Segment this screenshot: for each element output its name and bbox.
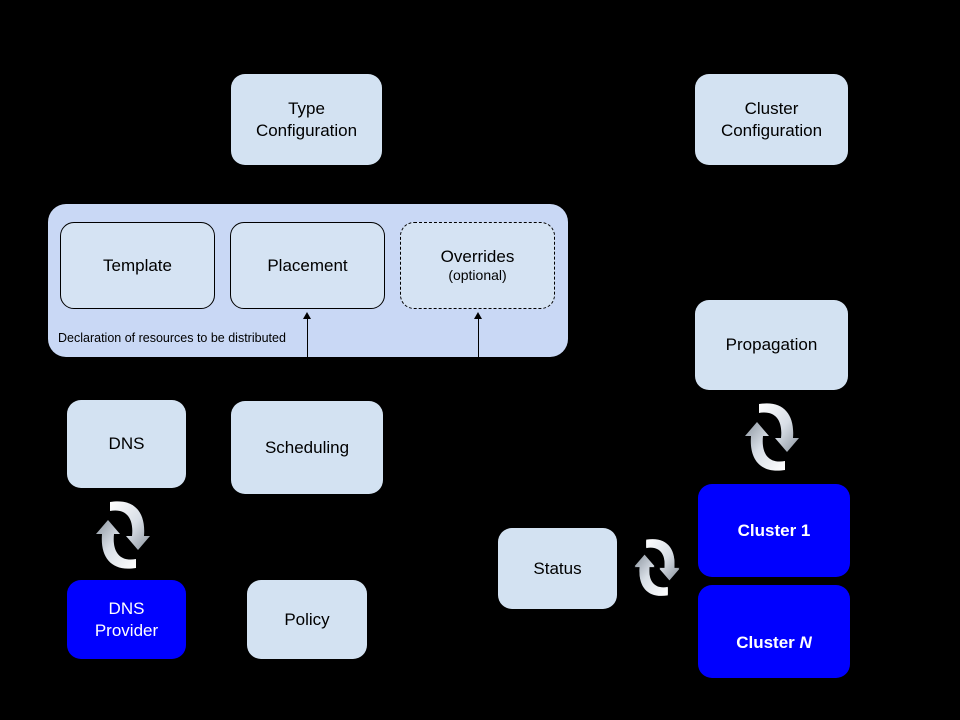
node-dns[interactable]: DNS <box>67 400 186 488</box>
node-placement[interactable]: Placement <box>230 222 385 309</box>
node-scheduling[interactable]: Scheduling <box>231 401 383 494</box>
sync-arrows-icon-status <box>628 530 686 609</box>
group-caption: Declaration of resources to be distribut… <box>58 331 286 345</box>
node-overrides-sublabel: (optional) <box>448 267 507 284</box>
node-type-configuration-label: Type Configuration <box>255 99 358 140</box>
connector-scheduling-to-placement <box>307 318 308 357</box>
arrowhead-overrides-up <box>473 312 482 319</box>
node-cluster-1-label: Cluster 1 <box>737 520 811 540</box>
node-status-label: Status <box>533 558 582 578</box>
node-cluster-n-suffix: N <box>799 632 812 652</box>
node-placement-label: Placement <box>267 255 348 275</box>
node-cluster-n[interactable]: Cluster N <box>698 585 850 678</box>
node-type-configuration[interactable]: Type Configuration <box>231 74 382 165</box>
arrowhead-placement-up <box>302 312 311 319</box>
node-template-label: Template <box>103 255 172 275</box>
node-dns-label: DNS <box>108 434 145 454</box>
node-cluster-configuration-label: Cluster Configuration <box>720 99 823 140</box>
node-cluster-n-label: Cluster N <box>736 610 812 653</box>
node-cluster-n-prefix: Cluster <box>736 632 800 652</box>
node-cluster-configuration[interactable]: Cluster Configuration <box>695 74 848 165</box>
node-overrides[interactable]: Overrides (optional) <box>400 222 555 309</box>
node-template[interactable]: Template <box>60 222 215 309</box>
connector-scheduling-to-overrides <box>478 318 479 357</box>
node-scheduling-label: Scheduling <box>264 437 350 457</box>
node-policy-label: Policy <box>284 609 330 629</box>
node-policy[interactable]: Policy <box>247 580 367 659</box>
node-dns-provider-label: DNS Provider <box>94 599 159 640</box>
sync-arrows-icon-dns <box>88 492 158 583</box>
node-overrides-label: Overrides <box>440 247 515 267</box>
node-propagation-label: Propagation <box>725 335 818 355</box>
sync-arrows-icon-propagation <box>737 394 807 485</box>
node-status[interactable]: Status <box>498 528 617 609</box>
node-cluster-1[interactable]: Cluster 1 <box>698 484 850 577</box>
node-dns-provider[interactable]: DNS Provider <box>67 580 186 659</box>
node-propagation[interactable]: Propagation <box>695 300 848 390</box>
